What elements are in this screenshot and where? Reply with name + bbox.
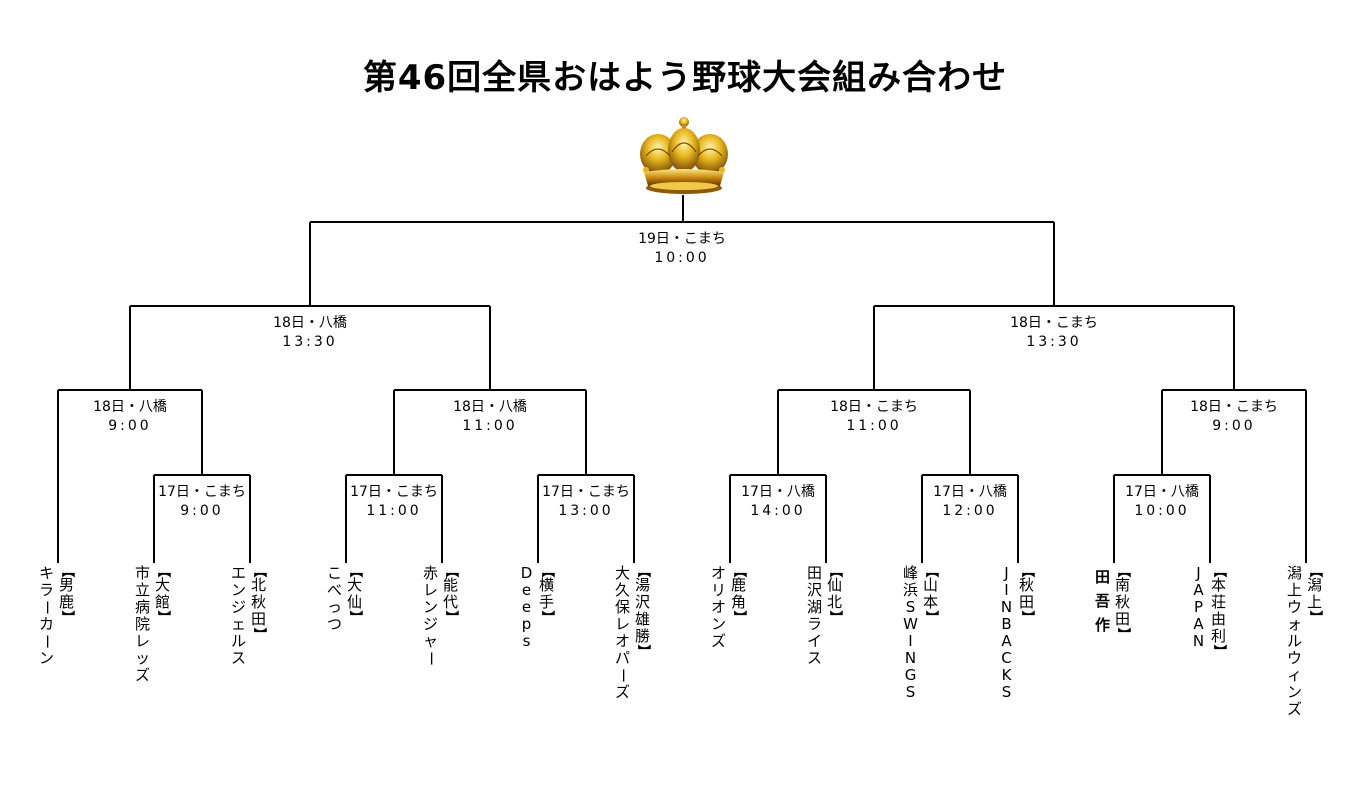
match-date: 18日・八橋: [93, 399, 167, 415]
team-name: 田沢湖ライス: [806, 564, 822, 667]
team-region: 【潟上】: [1306, 564, 1323, 624]
match-label: 18日・こまち 11:00: [794, 398, 954, 436]
team-entry: 【北秋田】エンジェルス: [230, 564, 267, 667]
match-time: 10:00: [1134, 503, 1190, 519]
match-label: 17日・八橋 10:00: [1082, 483, 1242, 521]
match-date: 19日・こまち: [638, 231, 726, 247]
team-region: 【南秋田】: [1114, 564, 1131, 641]
match-time: 10:00: [654, 250, 710, 266]
team-entry: 【能代】赤レンジャー: [421, 564, 459, 667]
team-entry: 【潟上】潟上ウォルウィンズ: [1286, 564, 1323, 718]
team-region: 【大仙】: [346, 564, 363, 624]
match-date: 18日・こまち: [1010, 315, 1098, 331]
team-name: 市立病院レッズ: [134, 564, 150, 684]
match-date: 17日・八橋: [1125, 484, 1199, 500]
team-entry: 【鹿角】オリオンズ: [710, 564, 747, 650]
team-entry: 【南秋田】田吾作: [1094, 564, 1131, 641]
team-name: 赤レンジャー: [421, 564, 440, 667]
team-name: 田吾作: [1094, 568, 1110, 634]
team-region: 【北秋田】: [250, 564, 267, 641]
match-label: 17日・八橋 12:00: [890, 483, 1050, 521]
match-label: 18日・八橋 11:00: [410, 398, 570, 436]
team-region: 【鹿角】: [730, 564, 747, 624]
match-time: 11:00: [366, 503, 422, 519]
match-label: 17日・こまち 9:00: [122, 483, 282, 521]
crown-icon: [640, 117, 728, 194]
match-time: 9:00: [108, 418, 152, 434]
team-region: 【本荘由利】: [1210, 564, 1227, 658]
match-label: 18日・八橋 13:30: [230, 314, 390, 352]
match-time: 11:00: [846, 418, 902, 434]
team-region: 【湯沢雄勝】: [634, 564, 651, 658]
team-region: 【能代】: [442, 564, 459, 624]
match-label: 18日・八橋 9:00: [50, 398, 210, 436]
match-date: 18日・八橋: [273, 315, 347, 331]
team-entry: 【大仙】こべっつ: [326, 564, 363, 633]
match-time: 13:00: [558, 503, 614, 519]
team-entry: 【男鹿】キラーカーン: [37, 564, 75, 667]
team-entry: 【仙北】田沢湖ライス: [806, 564, 843, 667]
match-time: 9:00: [1212, 418, 1256, 434]
match-label: 18日・こまち 9:00: [1154, 398, 1314, 436]
match-date: 17日・こまち: [158, 484, 246, 500]
team-region: 【横手】: [538, 564, 555, 624]
page-title: 第46回全県おはよう野球大会組み合わせ: [362, 58, 1008, 98]
match-time: 13:30: [282, 334, 338, 350]
team-name: オリオンズ: [710, 564, 726, 650]
match-date: 18日・八橋: [453, 399, 527, 415]
team-name: エンジェルス: [230, 564, 246, 667]
match-date: 17日・こまち: [542, 484, 630, 500]
match-date: 18日・こまち: [830, 399, 918, 415]
match-time: 9:00: [180, 503, 224, 519]
team-region: 【仙北】: [826, 564, 843, 624]
match-label: 17日・こまち 11:00: [314, 483, 474, 521]
team-region: 【山本】: [922, 564, 939, 624]
team-region: 【大館】: [154, 564, 171, 624]
team-name: 潟上ウォルウィンズ: [1286, 564, 1302, 718]
match-label: 18日・こまち 13:30: [974, 314, 1134, 352]
match-date: 17日・八橋: [741, 484, 815, 500]
match-label: 17日・こまち 13:00: [506, 483, 666, 521]
team-entry: 【湯沢雄勝】大久保レオパーズ: [613, 564, 651, 701]
match-time: 14:00: [750, 503, 806, 519]
match-time: 11:00: [462, 418, 518, 434]
team-region: 【男鹿】: [58, 564, 75, 624]
match-date: 17日・八橋: [933, 484, 1007, 500]
match-time: 12:00: [942, 503, 998, 519]
team-name: 大久保レオパーズ: [613, 564, 632, 701]
team-region: 【秋田】: [1018, 564, 1035, 624]
team-entry: 【大館】市立病院レッズ: [134, 564, 171, 684]
match-label: 17日・八橋 14:00: [698, 483, 858, 521]
match-time: 13:30: [1026, 334, 1082, 350]
team-name: キラーカーン: [37, 564, 56, 667]
match-date: 18日・こまち: [1190, 399, 1278, 415]
team-name: こべっつ: [326, 564, 342, 633]
match-label: 19日・こまち 10:00: [602, 230, 762, 268]
match-date: 17日・こまち: [350, 484, 438, 500]
